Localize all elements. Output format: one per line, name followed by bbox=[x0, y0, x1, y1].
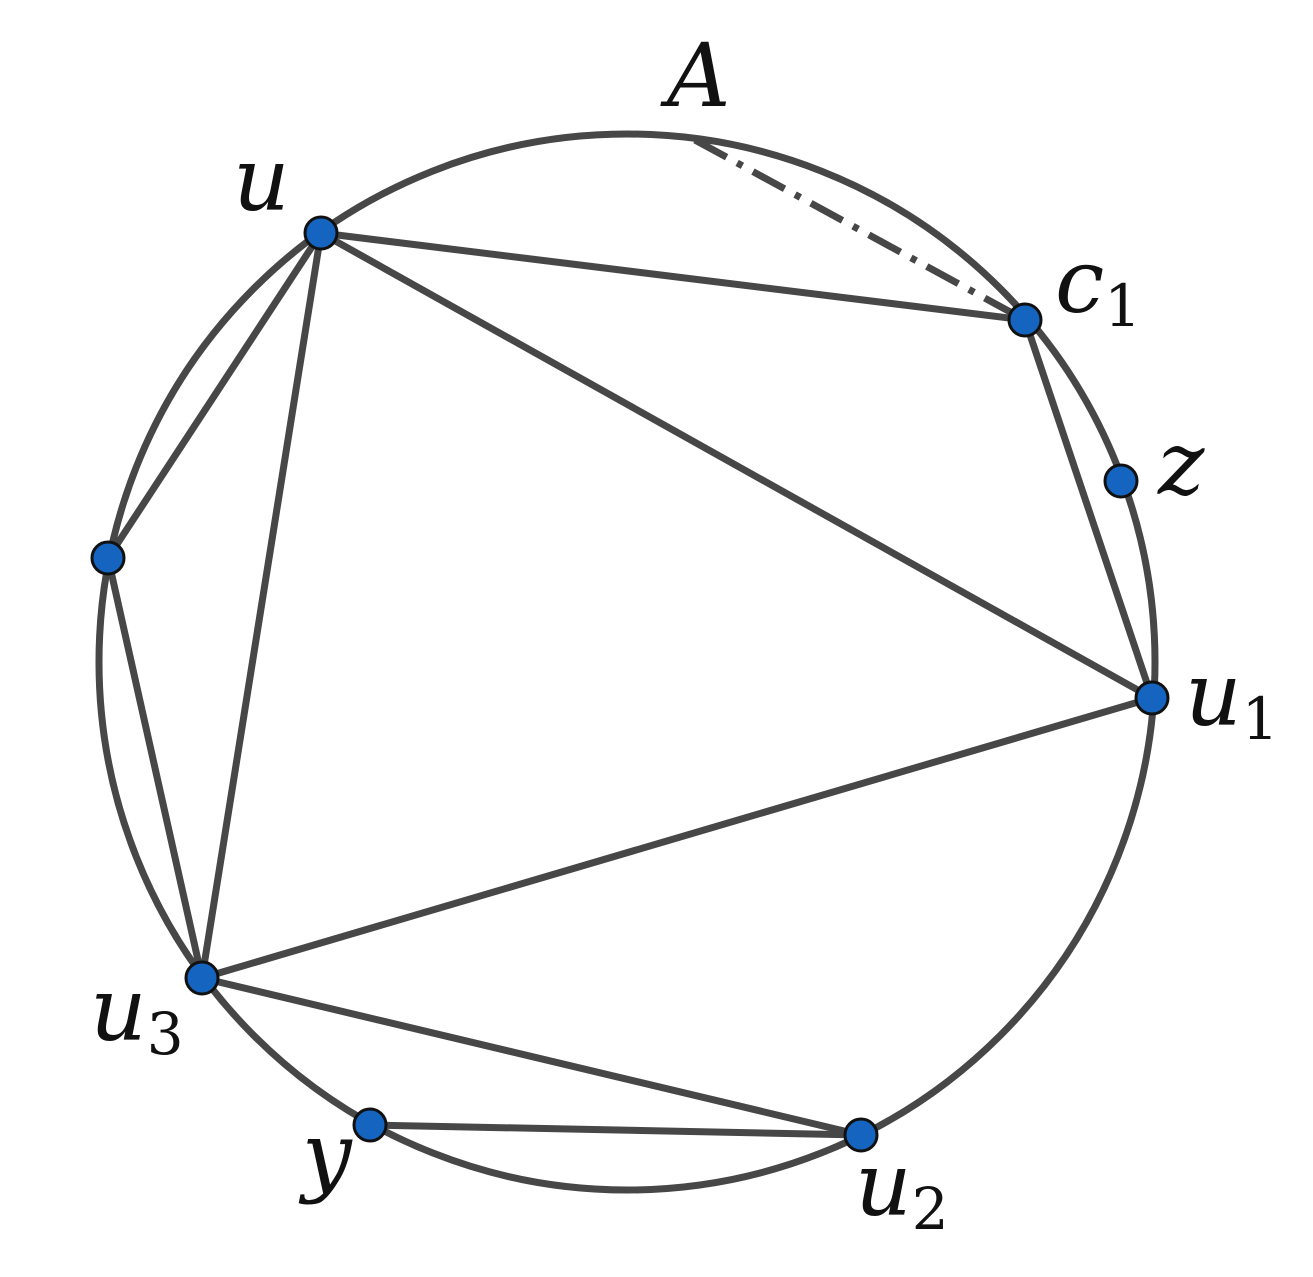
label-u1-sub: 1 bbox=[1242, 685, 1279, 753]
label-u1: u1 bbox=[1185, 643, 1279, 753]
label-u3-main: u bbox=[90, 958, 147, 1061]
outer-circle bbox=[95, 130, 1159, 1194]
edge-u3-u2 bbox=[198, 974, 865, 1139]
label-u: u bbox=[233, 128, 290, 231]
label-u2: u2 bbox=[855, 1133, 949, 1243]
vertex-u2 bbox=[843, 1117, 879, 1153]
label-u3: u3 bbox=[90, 958, 184, 1068]
edge-u1-u3 bbox=[198, 694, 1156, 982]
edge-u-u3 bbox=[198, 229, 325, 982]
label-A: A bbox=[660, 24, 731, 127]
label-u2-main: u bbox=[855, 1133, 912, 1236]
vertex-z bbox=[1103, 463, 1139, 499]
edge-c1-u1 bbox=[1021, 316, 1156, 702]
label-y: y bbox=[298, 1103, 353, 1206]
edge-u-c1 bbox=[317, 229, 1029, 324]
label-c1: c1 bbox=[1055, 230, 1141, 340]
label-c1-sub: 1 bbox=[1104, 272, 1141, 340]
label-z: z bbox=[1157, 412, 1205, 515]
edge-left-u3 bbox=[104, 554, 206, 982]
label-u3-sub: 3 bbox=[147, 1000, 184, 1068]
edge-A-c1-dashed bbox=[693, 136, 1027, 324]
vertex-y bbox=[352, 1107, 388, 1143]
vertex-left bbox=[90, 540, 126, 576]
edge-u-u1 bbox=[317, 229, 1156, 702]
vertex-u3 bbox=[184, 960, 220, 996]
vertex-u1 bbox=[1134, 680, 1170, 716]
edge-y-u2 bbox=[366, 1121, 865, 1139]
label-c1-main: c bbox=[1055, 230, 1104, 333]
vertex-u bbox=[303, 215, 339, 251]
label-u1-main: u bbox=[1185, 643, 1242, 746]
label-u2-sub: 2 bbox=[912, 1175, 949, 1243]
vertex-c1 bbox=[1007, 302, 1043, 338]
edge-u-left bbox=[104, 229, 325, 562]
